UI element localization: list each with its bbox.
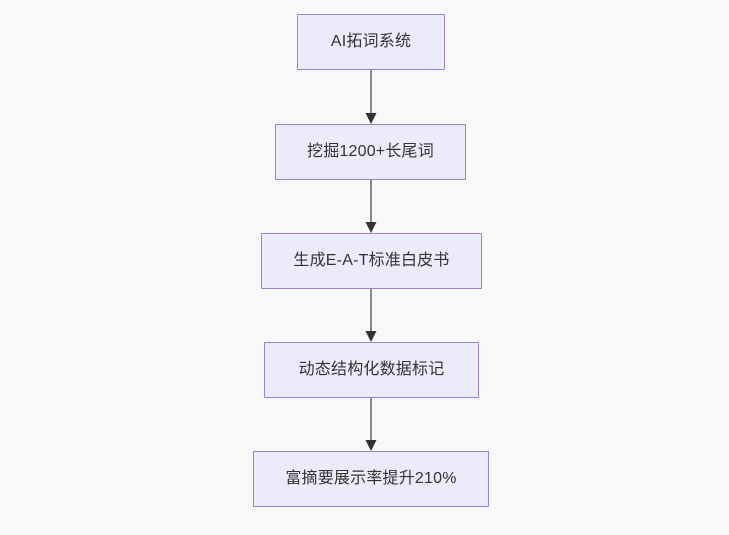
flow-node-label: 动态结构化数据标记 [298,361,445,379]
arrow-connector-icon [365,70,377,124]
flow-node-label: 生成E-A-T标准白皮书 [293,252,450,270]
flow-node-generate-eat-whitepaper[interactable]: 生成E-A-T标准白皮书 [261,233,482,289]
flow-node-mine-longtail-keywords[interactable]: 挖掘1200+长尾词 [275,124,466,180]
flow-edge-3-4 [365,289,377,342]
flow-node-label: AI拓词系统 [330,33,412,51]
arrow-connector-icon [365,289,377,342]
flow-edge-1-2 [365,70,377,124]
arrow-connector-icon [365,180,377,233]
flow-node-label: 富摘要展示率提升210% [285,470,457,488]
flow-edge-2-3 [365,180,377,233]
flow-node-dynamic-structured-data-markup[interactable]: 动态结构化数据标记 [264,342,479,398]
flow-node-label: 挖掘1200+长尾词 [307,143,434,161]
flow-node-ai-keyword-system[interactable]: AI拓词系统 [297,14,445,70]
arrow-connector-icon [365,398,377,451]
flow-node-rich-snippet-rate-increase[interactable]: 富摘要展示率提升210% [253,451,489,507]
flow-edge-4-5 [365,398,377,451]
